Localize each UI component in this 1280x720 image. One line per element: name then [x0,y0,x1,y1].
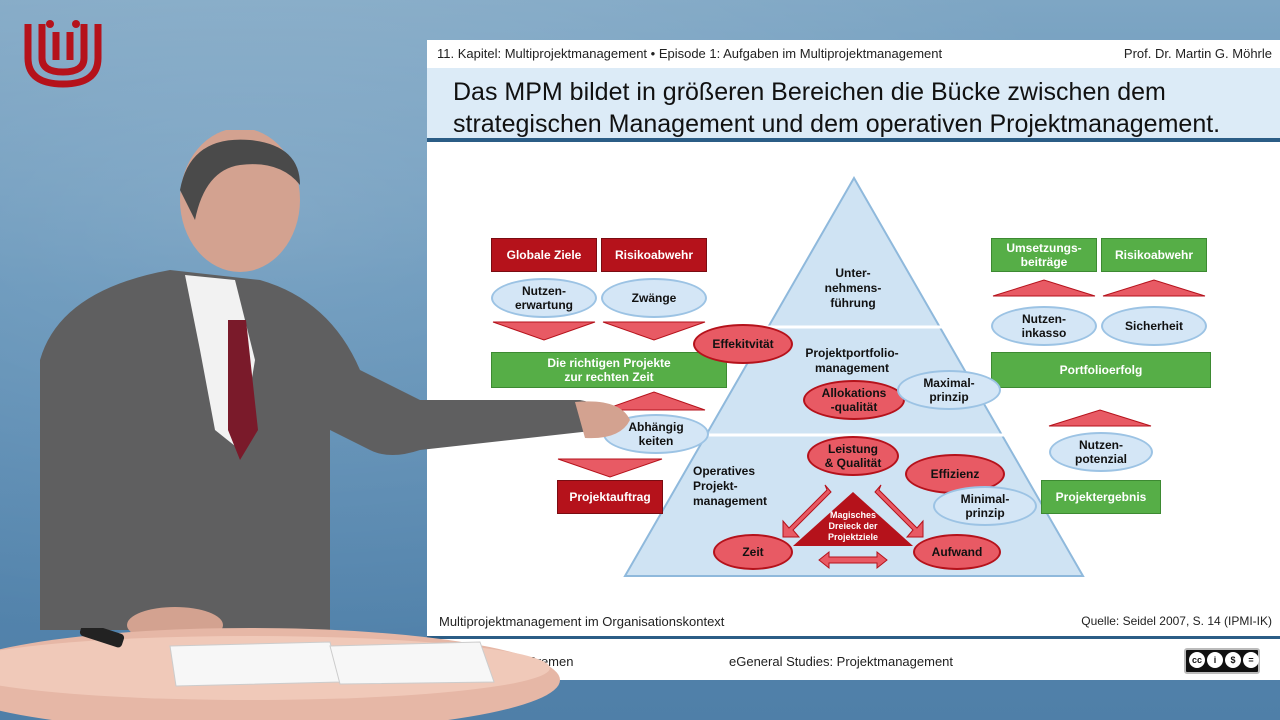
oval-minimalprinzip: Minimal- prinzip [933,486,1037,526]
oval-zeit: Zeit [713,534,793,570]
left-down-arrow-3 [557,458,663,478]
right-green-box-2: Risikoabwehr [1101,238,1207,272]
author-name: Prof. Dr. Martin G. Möhrle [1123,46,1272,61]
triangle-arrows [782,484,924,570]
oval-leistung-qualitaet: Leistung & Qualität [807,436,899,476]
university-logo [24,20,102,88]
right-up-arrow-1 [992,279,1096,297]
slide-bottom-rule [427,636,1280,639]
title-band: Das MPM bildet in größeren Bereichen die… [427,68,1280,142]
oval-aufwand: Aufwand [913,534,1001,570]
right-oval-3: Nutzen- potenzial [1049,432,1153,472]
left-red-box-1: Globale Ziele [491,238,597,272]
left-oval-1: Nutzen- erwartung [491,278,597,318]
slide-header: 11. Kapitel: Multiprojektmanagement • Ep… [427,40,1280,66]
slide-footer-source: Quelle: Seidel 2007, S. 14 (IPMI-IK) [1081,614,1272,628]
slide-title-line-2: strategischen Management und dem operati… [453,110,1221,138]
oval-effektivitaet: Effekitvität [693,324,793,364]
right-up-arrow-3 [1048,409,1152,427]
left-down-arrow-2 [602,321,706,341]
pyramid-level-top: Unter- nehmens- führung [824,266,882,310]
magic-triangle [793,492,913,546]
right-oval-2: Sicherheit [1101,306,1207,346]
left-bottom-red-box: Projektauftrag [557,480,663,514]
right-up-arrow-2 [1102,279,1206,297]
right-green-box-3: Portfolioerfolg [991,352,1211,388]
left-up-arrow [602,391,706,411]
slide: 11. Kapitel: Multiprojektmanagement • Ep… [427,40,1280,642]
non-commercial-icon: $ [1225,652,1241,668]
magic-triangle-label: Magisches Dreieck der Projektziele [827,510,879,542]
slide-title-line-1: Das MPM bildet in größeren Bereichen die… [453,78,1166,106]
right-oval-1: Nutzen- inkasso [991,306,1097,346]
left-down-arrow-1 [492,321,596,341]
cc-icon: cc [1189,652,1205,668]
presenter-desk [0,628,560,720]
pyramid-level-bottom: Operatives Projekt- management [693,464,768,508]
right-bottom-green-box: Projektergebnis [1041,480,1161,514]
slide-footer-topic: Multiprojektmanagement im Organisationsk… [439,614,725,629]
pyramid-level-middle: Projektportfolio- management [805,346,899,375]
right-green-box-1: Umsetzungs- beiträge [991,238,1097,272]
creative-commons-badge: cc i $ = [1184,648,1260,674]
left-oval-2: Zwänge [601,278,707,318]
left-red-box-2: Risikoabwehr [601,238,707,272]
attribution-icon: i [1207,652,1223,668]
mpm-diagram: Unter- nehmens- führung Projektportfolio… [427,40,1280,642]
left-green-box: Die richtigen Projekte zur rechten Zeit [491,352,727,388]
oval-maximalprinzip: Maximal- prinzip [897,370,1001,410]
oval-allokation: Allokations -qualität [803,380,905,420]
course-episode-line: 11. Kapitel: Multiprojektmanagement • Ep… [437,46,943,61]
no-derivatives-icon: = [1243,652,1259,668]
slide-title: Das MPM bildet in größeren Bereichen die… [453,76,1273,140]
course-program-name: eGeneral Studies: Projektmanagement [729,654,954,669]
presenter-figure [40,130,630,643]
